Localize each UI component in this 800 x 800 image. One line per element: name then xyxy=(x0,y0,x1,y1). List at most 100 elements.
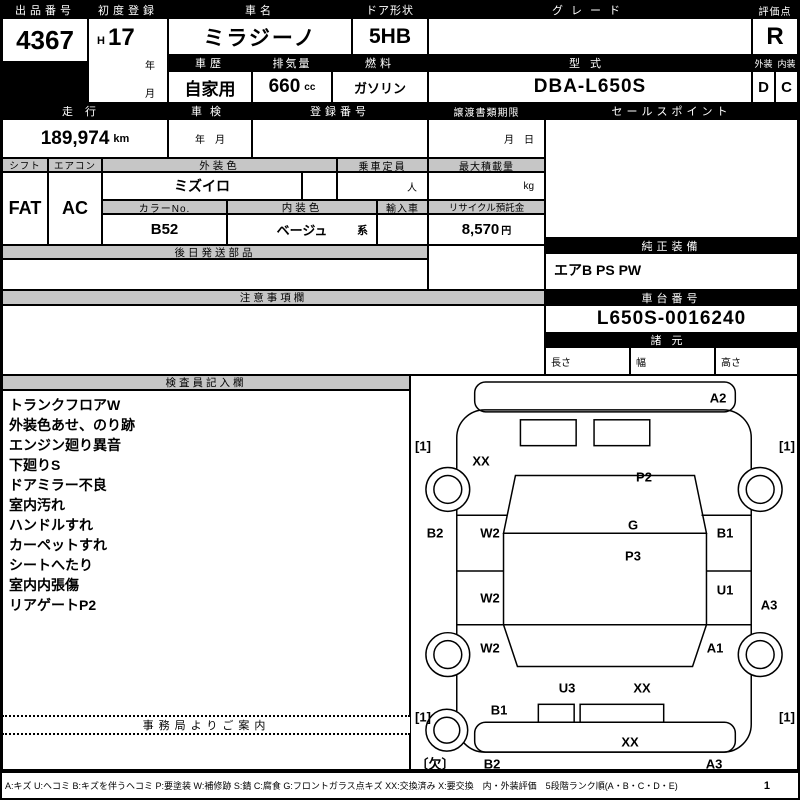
score-value: R xyxy=(752,18,798,55)
import-car-value xyxy=(377,214,428,245)
inspection-value: 年 月 xyxy=(168,119,252,158)
diagram-mark: XX xyxy=(621,734,639,750)
legend-bar: A:キズ U:ヘコミ B:キズを伴うヘコミ P:要塗装 W:補修跡 S:錆 C:… xyxy=(2,770,798,798)
spec-length-cell: 長さ xyxy=(545,347,630,375)
inspector-note-line: ドアミラー不良 xyxy=(9,477,107,493)
door-shape-value: 5HB xyxy=(352,18,428,55)
spec-length-label: 長さ xyxy=(551,357,571,369)
inspector-note-line: 下廻りS xyxy=(9,457,61,473)
inspector-label: 検査員記入欄 xyxy=(2,375,410,390)
office-info-label: 事務局よりご案内 xyxy=(2,715,410,735)
exterior-color-extra-cell xyxy=(302,172,337,200)
exterior-grade-label: 外装 xyxy=(752,55,775,71)
headlight-right xyxy=(593,419,651,447)
recycle-deposit-label: リサイクル預託金 xyxy=(428,200,545,214)
inspector-note-line: カーペットすれ xyxy=(9,537,107,553)
diagram-mark: [1] xyxy=(779,438,795,454)
diagram-mark: B2 xyxy=(483,756,501,772)
recycle-deposit-unit: 円 xyxy=(501,226,512,237)
spec-label: 諸元 xyxy=(545,333,798,347)
inspection-label: 車検 xyxy=(168,103,252,119)
diagram-mark: B2 xyxy=(426,525,444,541)
sales-point-label: セールスポイント xyxy=(545,103,798,119)
score-label: 評価点 xyxy=(752,2,798,18)
sales-point-body xyxy=(545,119,798,238)
diagram-mark: B1 xyxy=(490,702,508,718)
oem-equipment-value: エアB PS PW xyxy=(545,253,798,290)
diagram-mark: A2 xyxy=(709,390,727,406)
max-load-value: kg xyxy=(428,172,545,200)
displacement-unit: cc xyxy=(304,81,316,93)
fuel-value: ガソリン xyxy=(332,71,428,103)
oem-equipment-label: 純正装備 xyxy=(545,238,798,253)
diagram-mark: [1] xyxy=(415,438,431,454)
mileage-number: 189,974 xyxy=(40,127,110,149)
inspector-notes: トランクフロアW 外装色あせ、のり跡エンジン廻り異音下廻りS ドアミラー不良室内汚れ… xyxy=(2,390,410,715)
caution-label: 注意事項欄 xyxy=(2,290,545,305)
inspector-note-line: ハンドルすれ xyxy=(9,517,93,533)
color-number-label: カラーNo. xyxy=(102,200,227,215)
exterior-color-label: 外装色 xyxy=(102,158,337,172)
diagram-mark: B1 xyxy=(716,525,734,541)
model-code-label: 型式 xyxy=(428,55,752,71)
chassis-number-value: L650S-0016240 xyxy=(545,305,798,333)
first-reg-era: H xyxy=(97,35,105,47)
recycle-deposit-number: 8,570 xyxy=(461,221,500,238)
first-reg-month-unit: 月 xyxy=(145,89,155,100)
rear-bumper xyxy=(473,721,737,753)
door-shape-label: ドア形状 xyxy=(352,2,428,18)
diagram-mark: W2 xyxy=(480,590,500,606)
diagram-mark: A1 xyxy=(706,640,724,656)
aircon-label: エアコン xyxy=(48,158,102,172)
aircon-value: AC xyxy=(48,172,102,245)
history-value: 自家用 xyxy=(168,71,252,103)
lot-number-label: 出品番号 xyxy=(2,2,88,18)
mileage-label: 走行 xyxy=(2,103,168,119)
grade-value xyxy=(428,18,752,55)
diagram-mark: XX xyxy=(633,680,651,696)
inspector-note-line: 室内汚れ xyxy=(9,497,65,513)
inspector-note-line: 外装色あせ、のり跡 xyxy=(9,417,135,433)
interior-color-name: ベージュ xyxy=(276,223,328,238)
headlight-left xyxy=(519,419,577,447)
inspector-note-line: エンジン廻り異音 xyxy=(9,437,121,453)
first-registration-value: H 17 年 月 xyxy=(88,18,168,103)
max-load-label: 最大積載量 xyxy=(428,158,545,173)
displacement-value: 660 cc xyxy=(252,71,332,103)
interior-grade-value: C xyxy=(775,71,798,103)
inspector-note-line: トランクフロアW xyxy=(9,397,121,413)
diagram-mark: P2 xyxy=(636,469,652,485)
diagram-mark: W2 xyxy=(480,525,500,541)
registration-number-value xyxy=(252,119,428,158)
fuel-label: 燃料 xyxy=(332,55,428,71)
car-name-label: 車名 xyxy=(168,2,352,18)
exterior-color-value: ミズイロ xyxy=(102,172,302,200)
diagram-mark: XX xyxy=(472,453,490,469)
first-reg-year-unit: 年 xyxy=(145,61,155,72)
displacement-number: 660 xyxy=(268,76,301,97)
registration-number-label: 登録番号 xyxy=(252,103,428,119)
diagram-mark: G xyxy=(627,517,639,533)
spec-height-label: 高さ xyxy=(721,357,741,369)
interior-color-value: ベージュ 系 xyxy=(227,214,377,245)
interior-color-label: 内装色 xyxy=(227,200,377,214)
lot-number-value: 4367 xyxy=(2,18,88,62)
diagram-mark: [1] xyxy=(779,709,795,725)
diagram-mark: U1 xyxy=(716,582,734,598)
diagram-mark: W2 xyxy=(480,640,500,656)
grade-label: グレード xyxy=(428,2,752,18)
first-reg-year: 17 xyxy=(108,24,135,51)
empty-cell xyxy=(428,245,545,290)
mileage-value: 189,974 km xyxy=(2,119,168,158)
diagram-mark: A3 xyxy=(705,756,723,772)
inspector-note-line: 室内内張傷 xyxy=(9,577,79,593)
later-parts-label: 後日発送部品 xyxy=(2,245,428,259)
exterior-grade-value: D xyxy=(752,71,775,103)
shift-value: FAT xyxy=(2,172,48,245)
displacement-label: 排気量 xyxy=(252,55,332,71)
diagram-mark: P3 xyxy=(625,548,641,564)
later-parts-body xyxy=(2,259,428,290)
import-car-label: 輸入車 xyxy=(377,200,428,215)
